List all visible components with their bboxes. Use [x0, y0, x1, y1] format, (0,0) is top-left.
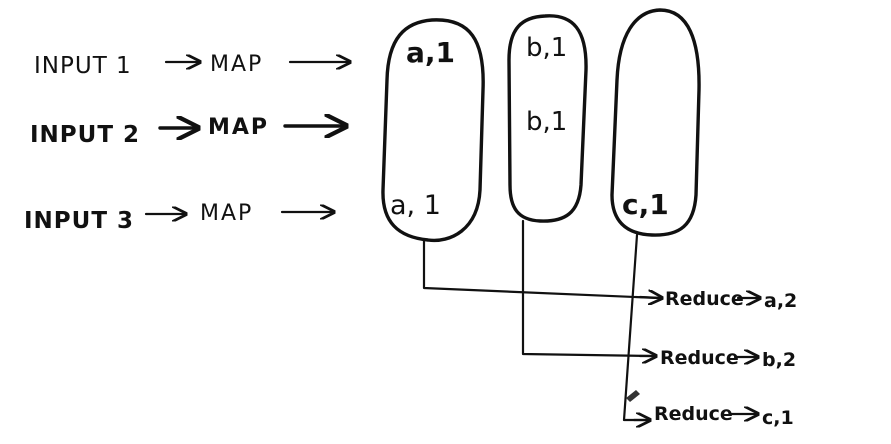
input-label: INPUT 3 — [24, 208, 134, 234]
reduce-result: c,1 — [762, 407, 794, 429]
route-arrow — [638, 297, 662, 298]
group-oval — [507, 14, 588, 223]
group-oval — [610, 8, 701, 237]
input-row-2: INPUT 2 MAP — [30, 115, 346, 148]
route-line — [521, 219, 654, 358]
map-label: MAP — [208, 115, 269, 140]
group-a: a,1 a, 1 — [381, 18, 485, 243]
kv-pair: a, 1 — [390, 190, 441, 221]
input-label: INPUT 1 — [34, 53, 132, 79]
input-row-1: INPUT 1 MAP — [34, 52, 350, 79]
map-label: MAP — [210, 52, 263, 77]
input-label: INPUT 2 — [30, 122, 140, 148]
reduce-output-1: Reduce a,2 — [665, 288, 797, 312]
reduce-label: Reduce — [665, 288, 744, 310]
group-c: c,1 — [610, 8, 701, 237]
group-oval — [381, 18, 485, 243]
reduce-label: Reduce — [660, 347, 739, 369]
route-a — [422, 238, 662, 300]
pen-cursor-icon — [626, 390, 640, 402]
kv-pair: b,1 — [526, 107, 567, 137]
kv-pair: a,1 — [406, 36, 455, 69]
reduce-result: b,2 — [762, 349, 796, 371]
input-row-3: INPUT 3 MAP — [24, 201, 334, 234]
route-c — [622, 233, 650, 420]
reduce-output-2: Reduce b,2 — [660, 347, 796, 371]
route-b — [521, 219, 656, 358]
route-line — [422, 238, 660, 300]
group-b: b,1 b,1 — [507, 14, 588, 223]
kv-pair: c,1 — [622, 188, 669, 221]
map-label: MAP — [200, 201, 253, 226]
reduce-output-3: Reduce c,1 — [654, 403, 794, 429]
kv-pair: b,1 — [526, 33, 567, 63]
reduce-label: Reduce — [654, 403, 733, 425]
reduce-result: a,2 — [764, 290, 797, 312]
